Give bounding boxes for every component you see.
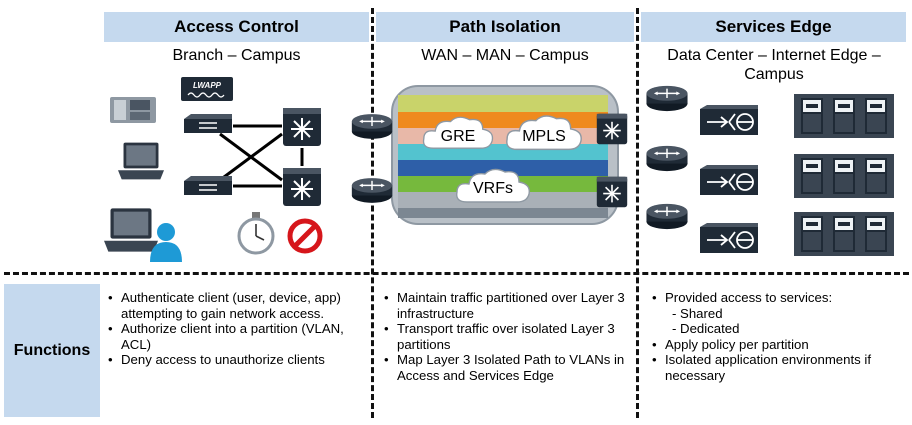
- vrfs-label: VRFs: [473, 180, 513, 197]
- column-divider: [371, 8, 374, 418]
- header-label: Access Control: [174, 17, 299, 36]
- deny-icon: [287, 218, 323, 254]
- header-services-edge: Services Edge: [641, 12, 906, 42]
- functions-label: Functions: [4, 284, 100, 417]
- stopwatch-icon: [237, 212, 275, 255]
- path-isolation-functions: Maintain traffic partitioned over Layer …: [382, 290, 634, 384]
- access-switch-icon: [183, 175, 233, 196]
- lwapp-label: LWAPP: [193, 81, 222, 90]
- list-item: Provided access to services:: [650, 290, 904, 306]
- access-switch-icon: [183, 113, 233, 134]
- services-edge-functions: Provided access to services: - Shared - …: [650, 290, 904, 384]
- subtitle-path-isolation: WAN – MAN – Campus: [421, 47, 589, 64]
- link-lines: [219, 124, 304, 188]
- subtitle-services-edge: Data Center – Internet Edge – Campus: [667, 47, 881, 83]
- access-point-icon: LWAPP: [181, 77, 233, 101]
- list-item: Maintain traffic partitioned over Layer …: [382, 290, 634, 321]
- network-diagram: LWAPP GRE MPLS: [104, 77, 894, 262]
- laptop-icon: [118, 142, 164, 180]
- header-access-control: Access Control: [104, 12, 369, 42]
- list-item: Apply policy per partition: [650, 337, 904, 353]
- wan-router-icon: [351, 177, 393, 204]
- router-icon: [645, 85, 689, 112]
- server-rack-icon: [794, 212, 894, 256]
- service-row-2: [645, 145, 894, 198]
- wan-router-icon: [351, 113, 393, 140]
- header-label: Services Edge: [715, 17, 832, 36]
- firewall-icon: [699, 104, 759, 136]
- firewall-icon: [699, 222, 759, 254]
- vrfs-cloud: VRFs: [456, 168, 530, 203]
- server-rack-icon: [794, 154, 894, 198]
- distribution-switch-icon: [282, 166, 322, 208]
- header-path-isolation: Path Isolation: [376, 12, 634, 42]
- router-icon: [645, 145, 689, 172]
- mpls-label: MPLS: [522, 128, 566, 145]
- access-control-functions: Authenticate client (user, device, app) …: [106, 290, 368, 368]
- service-row-1: [645, 85, 894, 138]
- distribution-switch-icon: [282, 106, 322, 148]
- column-divider: [636, 8, 639, 418]
- row-divider: [4, 272, 909, 275]
- list-item: Authorize client into a partition (VLAN,…: [106, 321, 368, 352]
- subtitle-access-control: Branch – Campus: [172, 47, 301, 64]
- service-row-3: [645, 203, 894, 256]
- list-item: Authenticate client (user, device, app) …: [106, 290, 368, 321]
- core-switch-icon: [596, 175, 628, 209]
- list-subitem: - Shared: [672, 305, 723, 321]
- isolation-pipe: [391, 85, 619, 225]
- core-switch-icon: [596, 112, 628, 146]
- server-rack-icon: [794, 94, 894, 138]
- gre-cloud: GRE: [422, 116, 494, 149]
- firewall-icon: [699, 164, 759, 196]
- list-item: Isolated application environments if nec…: [650, 352, 904, 383]
- list-item: Deny access to unauthorize clients: [106, 352, 368, 368]
- user-icon: [150, 223, 182, 262]
- functions-label-text: Functions: [13, 341, 91, 359]
- ip-phone-icon: [110, 97, 156, 123]
- list-item: Map Layer 3 Isolated Path to VLANs in Ac…: [382, 352, 634, 383]
- list-subitem: - Dedicated: [672, 321, 740, 337]
- laptop-icon: [104, 208, 158, 252]
- gre-label: GRE: [441, 128, 476, 145]
- mpls-cloud: MPLS: [506, 115, 582, 151]
- list-item: Transport traffic over isolated Layer 3 …: [382, 321, 634, 352]
- router-icon: [645, 203, 689, 230]
- header-label: Path Isolation: [449, 17, 561, 36]
